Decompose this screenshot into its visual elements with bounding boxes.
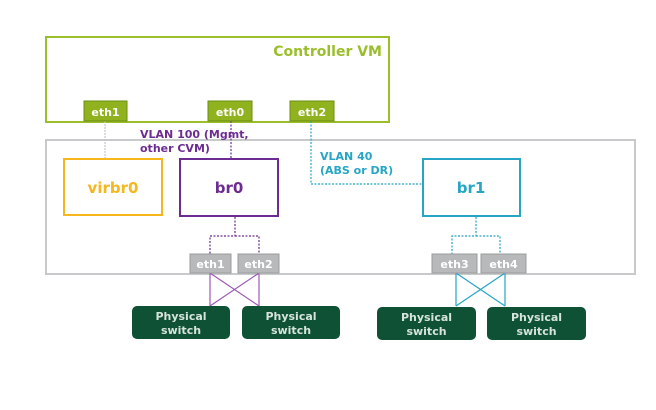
- cvm-port-label: eth0: [216, 106, 245, 119]
- link-br1-nic3: [451, 217, 477, 255]
- link-br0-nic2: [235, 235, 260, 255]
- host-nic-eth4: eth4: [480, 253, 527, 274]
- bridge-label: br0: [215, 179, 244, 197]
- vlan40-label-line1: VLAN 40: [320, 150, 373, 163]
- bridge-br1: br1: [422, 158, 521, 217]
- cvm-port-label: eth1: [91, 106, 119, 119]
- switch-label-line2: switch: [406, 325, 446, 338]
- switch-label-line2: switch: [271, 324, 311, 337]
- link-nic4-switch3: [455, 272, 506, 307]
- switch-label-line2: switch: [161, 324, 201, 337]
- nic-label: eth2: [244, 258, 272, 271]
- link-eth2-br1: [310, 121, 422, 185]
- switch-label-line2: switch: [516, 325, 556, 338]
- host-nic-eth1: eth1: [189, 253, 232, 274]
- controller-vm-title: Controller VM: [273, 44, 382, 60]
- bridge-label: virbr0: [88, 179, 139, 197]
- vlan100-label-line2: other CVM): [140, 142, 210, 155]
- cvm-port-eth1: eth1: [83, 100, 128, 122]
- switch-label-line1: Physical: [511, 311, 562, 324]
- nic-label: eth4: [489, 258, 518, 271]
- switch-label-line1: Physical: [265, 310, 316, 323]
- nic-label: eth3: [440, 258, 468, 271]
- host-nic-eth2: eth2: [237, 253, 280, 274]
- nic-label: eth1: [196, 258, 224, 271]
- bridge-virbr0: virbr0: [63, 158, 163, 216]
- vlan100-label-line1: VLAN 100 (Mgmt,: [140, 128, 249, 141]
- bridge-label: br1: [457, 179, 486, 197]
- host-box: [45, 139, 636, 275]
- link-br1-nic4: [476, 235, 501, 255]
- cvm-port-eth2: eth2: [289, 100, 335, 122]
- switch-label-line1: Physical: [155, 310, 206, 323]
- cvm-port-label: eth2: [298, 106, 326, 119]
- switch-label-line1: Physical: [401, 311, 452, 324]
- host-nic-eth3: eth3: [431, 253, 478, 274]
- physical-switch-1: Physical switch: [132, 306, 230, 339]
- physical-switch-3: Physical switch: [377, 307, 476, 340]
- cvm-port-eth0: eth0: [207, 100, 253, 122]
- vlan40-label-line2: (ABS or DR): [320, 164, 393, 177]
- bridge-br0: br0: [179, 158, 279, 217]
- link-br0-nic1: [209, 217, 236, 255]
- physical-switch-4: Physical switch: [487, 307, 586, 340]
- physical-switch-2: Physical switch: [242, 306, 340, 339]
- link-nic2-switch1: [209, 272, 260, 307]
